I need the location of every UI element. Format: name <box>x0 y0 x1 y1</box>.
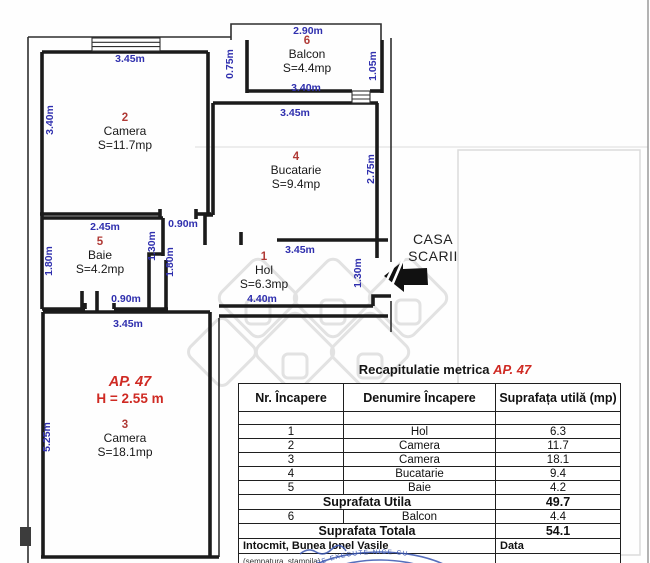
room-name: Camera <box>103 124 147 138</box>
room-area: S=9.4mp <box>271 176 321 191</box>
dimension-label: 0.75m <box>224 49 236 79</box>
table-cell: 11.7 <box>495 438 621 453</box>
table-cell: 3 <box>238 452 344 467</box>
table-title: Recapitulatie metrica AP. 47 <box>358 362 532 377</box>
table-cell: 4.2 <box>495 480 621 495</box>
dimension-label: 3.40m <box>44 105 56 135</box>
edge-mark <box>20 527 31 546</box>
table-cell: 6.3 <box>495 424 621 439</box>
table-cell: Balcon <box>343 509 496 524</box>
dimension-label: 5.25m <box>41 422 53 452</box>
dimension-label: 2.90m <box>293 25 323 37</box>
col-header-denumire: Denumire Încapere <box>343 383 496 412</box>
table-cell: Bucatarie <box>343 466 496 481</box>
table-cell: Baie <box>343 480 496 495</box>
dimension-label: 1.30m <box>352 258 364 288</box>
dimension-label: 1.80m <box>164 247 176 277</box>
window-symbols <box>91 37 371 104</box>
ceiling-height-label: H = 2.55 m <box>96 391 164 406</box>
table-cell: Camera <box>343 452 496 467</box>
table-row: (semnatura, stampila) <box>238 553 621 563</box>
dimension-label: 3.45m <box>115 53 145 65</box>
apartment-info: AP. 47 H = 2.55 m <box>96 374 163 407</box>
table-cell: 54.1 <box>495 523 621 539</box>
room-area: S=18.1mp <box>97 444 153 459</box>
apartment-label: AP. 47 <box>108 374 152 390</box>
dimension-label: 1.30m <box>146 231 158 261</box>
table-cell: 6 <box>238 509 344 524</box>
table-cell: Suprafata Totala <box>238 523 496 539</box>
table-cell: 5 <box>238 480 344 495</box>
table-cell <box>495 553 621 563</box>
room-number: 6 <box>303 35 311 47</box>
table-cell: 1 <box>238 424 344 439</box>
col-header-nr: Nr. Încapere <box>238 383 344 412</box>
metric-table: Nr. Încapere Denumire Încapere Suprafața… <box>238 383 621 563</box>
room-name: Camera <box>103 431 147 445</box>
room-name: Balcon <box>288 47 326 61</box>
dimension-label: 0.90m <box>111 293 141 305</box>
dimension-label: 3.45m <box>280 107 310 119</box>
dimension-label: 1.05m <box>367 51 379 81</box>
walls <box>40 40 391 559</box>
col-header-suprafata: Suprafața utilă (mp) <box>495 383 621 412</box>
dimension-label: 3.40m <box>291 82 321 94</box>
table-cell: 49.7 <box>495 494 621 510</box>
room-area: S=4.2mp <box>75 261 125 276</box>
table-cell: Hol <box>343 424 496 439</box>
table-cell: Camera <box>343 438 496 453</box>
entrance-arrow-icon <box>381 256 428 292</box>
dimension-label: 4.40m <box>247 293 277 305</box>
room-number: 3 <box>121 419 129 431</box>
room-number: 2 <box>121 112 129 124</box>
dimension-label: 1.80m <box>43 246 55 276</box>
room-number: 4 <box>292 151 300 163</box>
room-area: S=6.3mp <box>239 276 289 291</box>
table-cell: 9.4 <box>495 466 621 481</box>
table-cell: Intocmit, Bunea Ionel Vasile <box>238 538 496 554</box>
room-name: Baie <box>87 248 113 262</box>
table-cell: Suprafata Utila <box>238 494 496 510</box>
room-number: 1 <box>260 251 268 263</box>
stairwell-label: CASA SCARII <box>408 231 458 264</box>
table-cell: 2 <box>238 438 344 453</box>
table-cell: 4 <box>238 466 344 481</box>
dimension-label: 2.45m <box>90 221 120 233</box>
room-area: S=11.7mp <box>97 137 153 152</box>
table-cell: (semnatura, stampila) <box>238 553 496 563</box>
dimension-label: 0.90m <box>168 218 198 230</box>
dimension-label: 2.75m <box>365 154 377 184</box>
table-cell: Data <box>495 538 621 554</box>
dimension-label: 3.45m <box>285 244 315 256</box>
table-title-apartment: AP. 47 <box>493 362 532 377</box>
room-area: S=4.4mp <box>282 60 332 75</box>
room-name: Hol <box>254 263 273 277</box>
outer-boundary <box>27 23 392 563</box>
table-cell: 18.1 <box>495 452 621 467</box>
room-name: Bucatarie <box>270 163 322 177</box>
room-number: 5 <box>96 236 104 248</box>
dimension-label: 3.45m <box>113 318 143 330</box>
table-cell: 4.4 <box>495 509 621 524</box>
